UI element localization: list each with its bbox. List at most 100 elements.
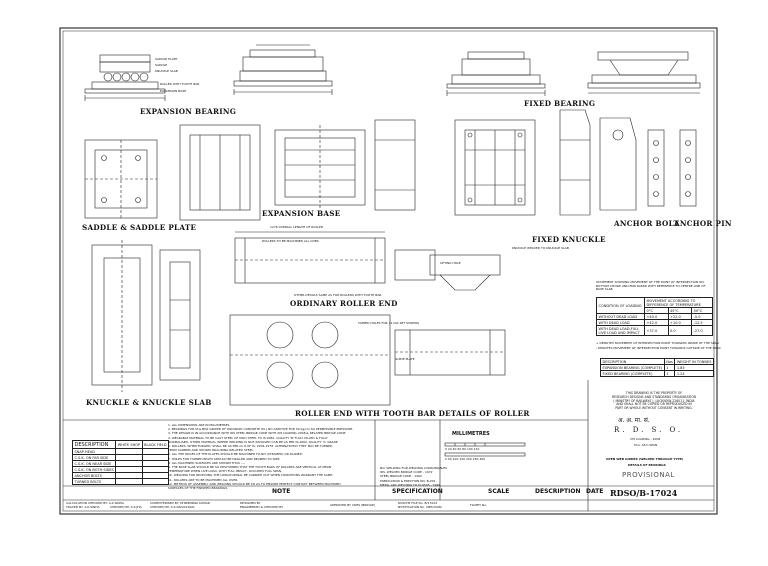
welding-spec: NO. WELDING FOR WELDING CONSUMABLES IRS.… (380, 466, 447, 487)
table-row: FIXED BEARING (COMPLETE) 1 1.24 (600, 370, 714, 377)
callout-expansion-base: EXPANSION BASE (160, 89, 187, 93)
fixed-base-drawing (454, 119, 536, 216)
movement-note-plus: + DENOTES MOVEMENT OF INTERSECTION POINT… (596, 341, 719, 345)
note-item: 8. ALL MACHINED SURFACES ARE SHOWN THUS … (168, 460, 246, 465)
sign-engineered: ENGINEERED & CHECKED BY (240, 505, 284, 509)
millimetres-title: MILLIMETRES (452, 431, 490, 437)
sign-traced: TRACED BY: A.K.SINHA (66, 505, 100, 509)
ownership-note: THIS DRAWING IS THE PROPERTY OF RESEARCH… (596, 391, 712, 411)
movement-table: CONDITION OF LOADING MOVEMENT ACCORDING … (596, 297, 713, 336)
note-item: NORMALISED. OTHER MATERIAL WHERE WELDING… (168, 439, 338, 444)
scale-line-2: 0 50 100 150 200 250 300 (445, 457, 486, 461)
table-row: TURNED BOLTS (71, 478, 170, 485)
knuckle-slab-drawing (91, 240, 201, 392)
table-cell: WITH DEAD LOAD,FULL LIVE LOAD AND IMPACT (596, 325, 645, 336)
note-item: SURFACES OF THE FINISHED BEARINGS. (168, 486, 228, 491)
table-cell (115, 478, 143, 485)
callout-saddle: SADDLE (155, 63, 168, 67)
table-cell: 1 (663, 370, 676, 377)
callout-knuckle-welded: KNUCKLE WELDED TO KNUCKLE SLAB (512, 246, 569, 250)
sign-checked: CHECKED BY: S.K.JHA (110, 505, 142, 509)
note-item: FROM CARBON AND SHOWN INCLUDING RELATED … (168, 448, 255, 453)
note-item: TEMPERATURE WHEN LIVE LOAD, WITH FULL IM… (168, 469, 282, 474)
callout-knuckle-slab: KNUCKLE SLAB (155, 69, 178, 73)
girder-line: OPEN WEB GIRDER (WELDED THROUGH TYPE) (606, 457, 684, 461)
spec-item: STEEL BRIDGE CODE - 1962 (380, 474, 422, 479)
sign-checked-2: CHECKED BY: S.K.SRIVASTAVA (150, 505, 195, 509)
table-header-cell: WHITE SHOP (115, 440, 143, 449)
sign-approved: APPROVED BY CDES (BRIDGE) (330, 503, 376, 507)
weight-table: DESCRIPTION Nos WEIGHT IN TONNES EXPANSI… (600, 358, 714, 377)
table-cell: TURNED BOLTS (71, 478, 117, 485)
drawing-number: RDSO/B-17024 (610, 488, 678, 498)
note-item: 1. ALL DIMENSIONS ARE IN MILLIMETRES. (168, 423, 231, 427)
bottom-band-lines (63, 380, 714, 511)
ownership-line: PART OR WHOLE WITHOUT CONSENT IN WRITING… (615, 406, 693, 411)
note-item: 11. ROLLERS ARE TO BE MACHINED ALL OVER. (168, 477, 239, 482)
view-title-anchor-pin: ANCHOR PIN (674, 219, 732, 228)
ownership-line: AND SHALL NOT BE COPIED OR REPRODUCED IN (616, 402, 692, 407)
view-title-saddle-plate: SADDLE & SADDLE PLATE (82, 223, 197, 232)
table-header-cell: DESCRIPTION (71, 440, 117, 449)
ownership-line: ( MINISTRY OF RAILWAYS ), LUCKNOW-226011… (613, 398, 695, 403)
table-cell: -27.0 (691, 325, 713, 336)
view-title-knuckle-slab: KNUCKLE & KNUCKLE SLAB (86, 398, 212, 407)
view-title-fixed-knuckle: FIXED KNUCKLE (532, 235, 606, 244)
note-item: 3. THE DESIGN IS IN ACCORDANCE WITH IRS … (168, 431, 347, 436)
status-badge: PROVISIONAL (622, 471, 675, 479)
sheet-inner-border (62, 30, 715, 512)
sign-computerised: COMPUTERISED BY: DHIRENDRA KUMAR (150, 501, 210, 505)
span-line: M.G. 45m SPAN (634, 443, 658, 447)
footer-specification: SPECIFICATION (392, 488, 443, 495)
note-item: 5. ROLLERS, WHEN FORGED, SHALL BE AS PER… (168, 444, 333, 449)
movement-table-caption: STATEMENT SHOWING MOVEMENT OF THE POINT … (596, 280, 706, 292)
notes-list: 1. ALL DIMENSIONS ARE IN MILLIMETRES. 2.… (168, 423, 353, 490)
anchor-bolt-drawing (647, 129, 697, 207)
ordinary-roller-end-drawing (234, 231, 436, 284)
footer-date: DATE (586, 488, 604, 495)
spec-item: NO. WELDING FOR WELDING CONSUMABLES (380, 466, 447, 470)
sign-calc: CALCULATION CHECKED BY: A.K.SINHA (66, 501, 124, 505)
fixed-bearing-drawing (446, 51, 701, 96)
note-item: 9. THE BASE SLAB SHOULD BE SO POSITIONED… (168, 465, 332, 470)
ref-file-no: RUSCHE FILE No. B/17024 (398, 501, 438, 505)
table-row: WITH DEAD LOAD,FULL LIVE LOAD AND IMPACT… (596, 325, 713, 336)
org-hindi: अ. अ. मा. सं. (618, 417, 650, 424)
ownership-line: RESEARCH DESIGNS AND STANDARDS ORGANISAT… (611, 394, 696, 399)
view-title-expansion-bearing: EXPANSION BEARING (140, 107, 237, 116)
expansion-base-drawing (274, 119, 416, 211)
note-item: 10. WELDING FOR RECEIVING THE LONGITUDIN… (168, 473, 334, 478)
callout-roller-tooth: ROLLER WITH TOOTH BAR (160, 82, 200, 86)
table-cell: FIXED BEARING (COMPLETE) (600, 370, 665, 377)
scale-bars (444, 442, 526, 457)
roller-tooth-bar-drawing (229, 254, 506, 406)
table-cell: +37.0 (644, 325, 669, 336)
callout-rollers-machined: ROLLERS TO BE MACHINED ALL OVER (262, 239, 319, 243)
table-cell (141, 478, 170, 485)
note-item: 2. BEARINGS FOR M.G.BOX GIRDER OF ORDINA… (168, 427, 354, 432)
callout-saddle-plate: SADDLE PLATE (155, 57, 178, 61)
details-line: DETAILS OF BEARINGS (628, 463, 666, 467)
saddle-plate-drawing (84, 124, 261, 221)
view-title-expansion-base: EXPANSION BASE (262, 209, 341, 218)
floppy-no: FLOPPY No. (470, 503, 487, 507)
note-item: 6. ALL THE EDGES OF THE PLATES SHOULD BE… (168, 452, 303, 457)
view-title-anchor-bolt: ANCHOR BOLT (614, 219, 679, 228)
callout-guide-plate: GUIDE PLATE (395, 357, 415, 361)
callout-other-details: OTHER DETAILS SAME AS FOR ROLLERS WITH T… (294, 293, 382, 297)
movement-note-minus: - DENOTES MOVEMENT OF INTERSECTION POINT… (596, 346, 721, 350)
movement-header-cell: CONDITION OF LOADING (596, 297, 645, 314)
movement-header-row: CONDITION OF LOADING MOVEMENT ACCORDING … (596, 297, 713, 314)
table-cell: 1.24 (674, 370, 714, 377)
view-title-roller-tooth: ROLLER END WITH TOOTH BAR DETAILS OF ROL… (295, 409, 530, 418)
movement-header-cell: MOVEMENT ACCORDING TO DIFFERENCE OF TEMP… (644, 297, 713, 308)
footer-scale: SCALE (488, 488, 510, 495)
scale-line-1: 0 20 40 60 80 100 120 (445, 447, 480, 451)
footer-note: NOTE (272, 488, 291, 495)
note-item: 7. HOLES FOR TURNED BOLTS SHOULD BE DRIL… (168, 456, 281, 461)
note-item: 12. METHOD OF ASSEMBLY AND WELDING SHOUL… (168, 481, 341, 486)
ownership-line: THIS DRAWING IS THE PROPERTY OF (625, 391, 683, 395)
footer-description: DESCRIPTION (535, 488, 581, 495)
view-title-ordinary-roller-end: ORDINARY ROLLER END (290, 299, 398, 308)
notification-no: NOTIFICATION No. CBE/2008/ (398, 505, 442, 509)
